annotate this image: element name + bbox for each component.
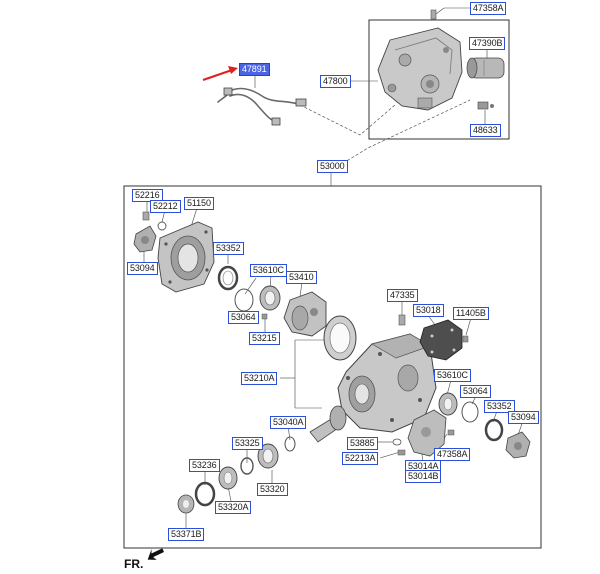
flange-53094-left	[133, 225, 157, 253]
sensor-48633	[477, 101, 494, 110]
seal-53352-right	[484, 418, 504, 442]
part-label-53610C-left[interactable]: 53610C	[250, 264, 287, 277]
part-label-47390B[interactable]: 47390B	[469, 37, 506, 50]
cover-51150	[157, 221, 215, 293]
seal-53236	[194, 481, 216, 507]
part-label-53236[interactable]: 53236	[189, 459, 220, 472]
ring-53064-right	[461, 401, 479, 423]
wiring-harness	[217, 87, 307, 126]
actuator-motor	[466, 57, 505, 79]
oring-53885	[392, 438, 402, 446]
part-label-53215[interactable]: 53215	[249, 332, 280, 345]
part-label-53040A[interactable]: 53040A	[270, 416, 307, 429]
shim-pinion	[284, 436, 296, 452]
part-label-48633[interactable]: 48633	[470, 124, 501, 137]
part-label-53320A[interactable]: 53320A	[215, 501, 252, 514]
part-label-51150[interactable]: 51150	[184, 197, 214, 210]
part-label-53094-left[interactable]: 53094	[127, 262, 158, 275]
part-label-53094-right[interactable]: 53094	[508, 411, 539, 424]
part-label-52216[interactable]: 52216	[132, 189, 163, 202]
bolt-11405B	[462, 335, 469, 343]
differential-53410	[283, 291, 327, 337]
main-housing-53210A	[337, 333, 437, 433]
part-label-53371B[interactable]: 53371B	[168, 528, 205, 541]
pointer-arrow	[202, 66, 238, 81]
actuator-housing	[377, 27, 463, 111]
pinion-shaft-53040A	[309, 405, 347, 443]
part-label-53000[interactable]: 53000	[317, 160, 348, 173]
ring-gear	[323, 315, 357, 361]
front-direction-arrow	[147, 548, 165, 560]
part-label-52213A[interactable]: 52213A	[342, 452, 379, 465]
cover-53018	[419, 319, 463, 361]
part-label-53014B[interactable]: 53014B	[405, 470, 442, 483]
bolt-47335	[398, 314, 406, 326]
seal-53352-left	[217, 265, 239, 291]
flange-53094-right	[505, 431, 531, 459]
part-label-53018[interactable]: 53018	[413, 304, 444, 317]
actuator-assembly-frame	[368, 19, 510, 140]
part-label-52212[interactable]: 52212	[150, 200, 181, 213]
bearing-53320A	[218, 466, 238, 490]
part-label-53610C-right[interactable]: 53610C	[434, 369, 471, 382]
part-label-53352-right[interactable]: 53352	[484, 400, 515, 413]
bolt-top	[430, 9, 437, 20]
part-label-47891[interactable]: 47891	[239, 63, 270, 76]
bearing-53320	[257, 443, 279, 469]
part-label-53325[interactable]: 53325	[232, 437, 263, 450]
plug-52213A	[397, 449, 406, 456]
part-label-11405B[interactable]: 11405B	[453, 307, 489, 320]
bearing-53610C-right	[438, 392, 458, 416]
part-label-53064-left[interactable]: 53064	[228, 311, 259, 324]
part-label-53320[interactable]: 53320	[257, 483, 288, 496]
part-label-47800[interactable]: 47800	[320, 75, 351, 88]
part-label-53410[interactable]: 53410	[286, 271, 317, 284]
part-label-53064-right[interactable]: 53064	[460, 385, 491, 398]
oring-52212	[157, 221, 167, 231]
part-label-53885[interactable]: 53885	[347, 437, 378, 450]
bolt-47358A-bottom	[447, 429, 455, 436]
part-label-47358A-top[interactable]: 47358A	[470, 2, 507, 15]
nut-53371B	[177, 494, 195, 514]
flange-52216	[142, 211, 150, 221]
part-label-53352-left[interactable]: 53352	[213, 242, 244, 255]
bearing-53610C-left	[259, 285, 281, 311]
part-label-47358A-bottom[interactable]: 47358A	[434, 448, 471, 461]
part-label-47335[interactable]: 47335	[387, 289, 418, 302]
ring-53064-left	[234, 288, 254, 312]
spacer-53325	[240, 457, 254, 475]
bolt-53215	[261, 313, 268, 320]
front-direction-label: FR.	[124, 557, 144, 571]
main-assembly-frame	[123, 185, 542, 549]
part-label-53210A[interactable]: 53210A	[241, 372, 278, 385]
